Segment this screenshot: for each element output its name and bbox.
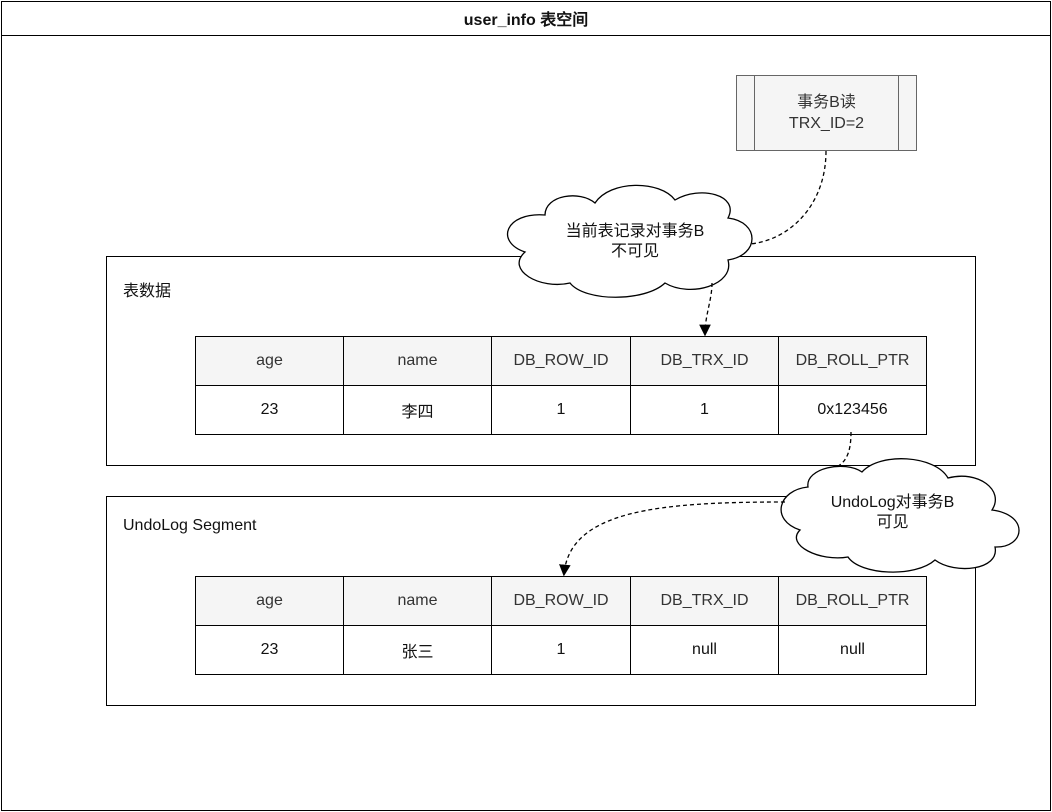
undo-header-age: age (195, 576, 344, 626)
process-bar-left (737, 76, 755, 150)
table-data-label: 表数据 (123, 283, 172, 300)
undo-cell-db-roll-ptr: null (778, 625, 927, 675)
cloud-bottom-line2: 可见 (876, 514, 909, 531)
header-db-trx-id: DB_TRX_ID (630, 336, 779, 386)
undo-header-db-trx-id: DB_TRX_ID (630, 576, 779, 626)
connector-roll-ptr-to-cloud (829, 431, 852, 471)
table-data-table: age name DB_ROW_ID DB_TRX_ID DB_ROLL_PTR… (195, 336, 927, 435)
header-age: age (195, 336, 344, 386)
header-name: name (343, 336, 492, 386)
process-bar-right (898, 76, 916, 150)
cell-db-roll-ptr: 0x123456 (778, 385, 927, 435)
transaction-trx-id: TRX_ID=2 (788, 115, 865, 132)
undo-header-db-row-id: DB_ROW_ID (491, 576, 631, 626)
cloud-top-line1: 当前表记录对事务B (565, 223, 705, 240)
undo-log-label: UndoLog Segment (123, 517, 257, 534)
connector-cloud-to-undo-row-id (559, 501, 786, 577)
undo-log-table: age name DB_ROW_ID DB_TRX_ID DB_ROLL_PTR… (195, 576, 927, 675)
connector-transaction-to-cloud (749, 150, 827, 245)
cloud-top-shape (507, 184, 753, 298)
undo-header-name: name (343, 576, 492, 626)
cloud-bottom-shape (780, 458, 1020, 573)
cloud-top-text: 当前表记录对事务B 不可见 (540, 220, 730, 264)
connector-cloud-to-trx-id (699, 282, 713, 337)
cloud-bottom-text: UndoLog对事务B 可见 (800, 491, 985, 535)
header-db-row-id: DB_ROW_ID (491, 336, 631, 386)
undo-header-db-roll-ptr: DB_ROLL_PTR (778, 576, 927, 626)
header-db-roll-ptr: DB_ROLL_PTR (778, 336, 927, 386)
cloud-bottom-line1: UndoLog对事务B (830, 494, 955, 511)
cloud-top-line2: 不可见 (610, 243, 659, 260)
tablespace-title: user_info 表空间 (1, 1, 1051, 36)
transaction-label: 事务B读 (797, 94, 856, 111)
transaction-box: 事务B读 TRX_ID=2 (736, 75, 917, 151)
